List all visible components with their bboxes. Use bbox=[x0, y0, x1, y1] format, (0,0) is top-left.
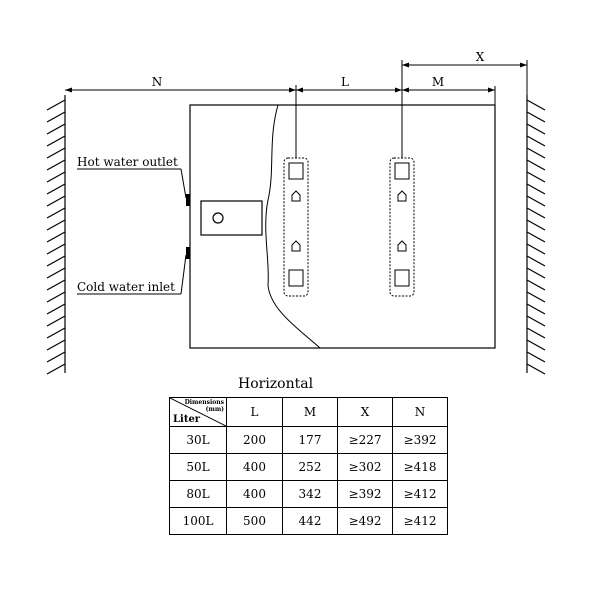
wall-hatch-line bbox=[46, 147, 66, 159]
cell-l: 200 bbox=[226, 426, 283, 454]
wall-hatch-line bbox=[526, 279, 546, 291]
wall-hatch-line bbox=[526, 111, 546, 123]
wall-hatch-line bbox=[526, 159, 546, 171]
wall-hatch-line bbox=[526, 183, 546, 195]
col-header-m: M bbox=[282, 397, 338, 427]
hot-water-callout: Hot water outlet bbox=[77, 155, 187, 199]
cold-water-inlet-label: Cold water inlet bbox=[77, 280, 175, 294]
wall-hatch-line bbox=[46, 243, 66, 255]
wall-hatch-line bbox=[46, 207, 66, 219]
wall-hatch-line bbox=[46, 183, 66, 195]
wall-hatch-line bbox=[46, 195, 66, 207]
heater-body bbox=[189, 104, 496, 349]
wall-hatch-line bbox=[46, 231, 66, 243]
wall-hatch-line bbox=[526, 147, 546, 159]
wall-hatch-line bbox=[46, 159, 66, 171]
wall-hatch-line bbox=[46, 135, 66, 147]
mounting-bracket-right bbox=[389, 60, 415, 297]
col-header-n: N bbox=[392, 397, 448, 427]
table-corner-cell: Dimensions(mm) Liter bbox=[169, 397, 227, 427]
cell-n: ≥412 bbox=[392, 507, 448, 535]
wall-hatch-line bbox=[46, 303, 66, 315]
right-wall bbox=[526, 95, 546, 375]
cell-liter: 50L bbox=[169, 453, 227, 481]
wall-hatch-line bbox=[526, 315, 546, 327]
wall-hatch-line bbox=[46, 339, 66, 351]
wall-hatch-line bbox=[46, 315, 66, 327]
wall-hatch-line bbox=[46, 123, 66, 135]
dimension-label-x: X bbox=[476, 50, 485, 64]
hot-water-outlet-label: Hot water outlet bbox=[77, 155, 178, 169]
cell-liter: 30L bbox=[169, 426, 227, 454]
cell-m: 342 bbox=[282, 480, 338, 508]
control-panel bbox=[200, 200, 263, 236]
cell-x: ≥492 bbox=[337, 507, 393, 535]
wall-hatch-line bbox=[46, 291, 66, 303]
cell-liter: 100L bbox=[169, 507, 227, 535]
cell-x: ≥227 bbox=[337, 426, 393, 454]
wall-hatch-line bbox=[46, 279, 66, 291]
cell-m: 442 bbox=[282, 507, 338, 535]
wall-hatch-line bbox=[46, 219, 66, 231]
table-header-row: Dimensions(mm) Liter L M X N bbox=[169, 397, 448, 427]
wall-hatch-line bbox=[526, 231, 546, 243]
wall-hatch-line bbox=[526, 351, 546, 363]
cell-x: ≥392 bbox=[337, 480, 393, 508]
table-row: 100L 500 442 ≥492 ≥412 bbox=[169, 507, 448, 535]
wall-hatch-line bbox=[526, 243, 546, 255]
wall-hatch-line bbox=[526, 123, 546, 135]
corner-diagonal bbox=[170, 398, 226, 426]
left-wall bbox=[46, 95, 66, 375]
wall-hatch-line bbox=[526, 267, 546, 279]
wall-hatch-line bbox=[526, 339, 546, 351]
pipe-fittings bbox=[186, 194, 190, 259]
dimensions-table: Dimensions(mm) Liter L M X N 30L 200 177… bbox=[169, 397, 448, 535]
wall-hatch-line bbox=[46, 255, 66, 267]
wall-hatch-line bbox=[46, 351, 66, 363]
cell-l: 400 bbox=[226, 480, 283, 508]
wall-hatch-line bbox=[526, 135, 546, 147]
wall-hatch-line bbox=[526, 255, 546, 267]
wall-hatch-line bbox=[46, 267, 66, 279]
cell-n: ≥412 bbox=[392, 480, 448, 508]
wall-hatch-line bbox=[526, 171, 546, 183]
cell-x: ≥302 bbox=[337, 453, 393, 481]
col-header-x: X bbox=[337, 397, 393, 427]
wall-hatch-line bbox=[526, 363, 546, 375]
dimension-label-l: L bbox=[341, 75, 349, 89]
table-title: Horizontal bbox=[238, 376, 314, 392]
wall-hatch-line bbox=[526, 195, 546, 207]
cell-liter: 80L bbox=[169, 480, 227, 508]
wall-hatch-line bbox=[46, 111, 66, 123]
cell-l: 400 bbox=[226, 453, 283, 481]
wall-hatch-line bbox=[526, 219, 546, 231]
indicator-icon bbox=[212, 212, 224, 224]
wall-hatch-line bbox=[526, 207, 546, 219]
corner-liter-label: Liter bbox=[173, 414, 201, 425]
cell-l: 500 bbox=[226, 507, 283, 535]
cold-water-callout: Cold water inlet bbox=[77, 254, 187, 295]
wall-hatch-line bbox=[526, 99, 546, 111]
wall-hatch-line bbox=[46, 171, 66, 183]
mounting-bracket-left bbox=[283, 85, 309, 297]
table-row: 30L 200 177 ≥227 ≥392 bbox=[169, 426, 448, 454]
table-row: 50L 400 252 ≥302 ≥418 bbox=[169, 453, 448, 481]
table-row: 80L 400 342 ≥392 ≥412 bbox=[169, 480, 448, 508]
corner-dimensions-label: Dimensions(mm) bbox=[184, 399, 224, 413]
wall-hatch-line bbox=[46, 99, 66, 111]
cell-n: ≥392 bbox=[392, 426, 448, 454]
cell-n: ≥418 bbox=[392, 453, 448, 481]
dimension-lines bbox=[65, 60, 528, 105]
col-header-l: L bbox=[226, 397, 283, 427]
wall-hatch-line bbox=[526, 327, 546, 339]
wall-hatch-line bbox=[526, 303, 546, 315]
wall-hatch-line bbox=[46, 327, 66, 339]
cell-m: 252 bbox=[282, 453, 338, 481]
cell-m: 177 bbox=[282, 426, 338, 454]
dimension-label-m: M bbox=[432, 75, 444, 89]
dimension-label-n: N bbox=[152, 75, 163, 89]
wall-hatch-line bbox=[526, 291, 546, 303]
wall-hatch-line bbox=[46, 363, 66, 375]
